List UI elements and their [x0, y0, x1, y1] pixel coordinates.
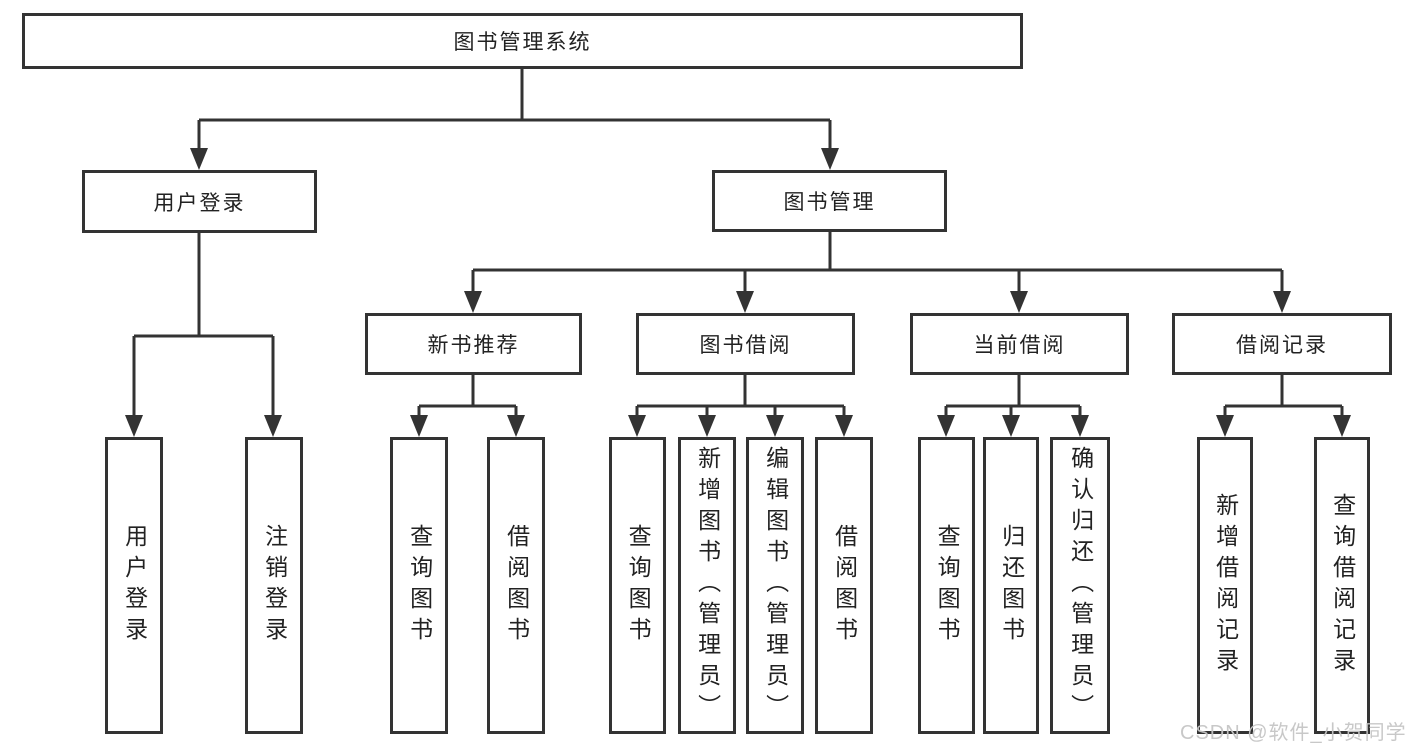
leaf-current-return-label: 归还图书 — [998, 523, 1025, 648]
arrowheads — [125, 148, 1351, 437]
node-user-login: 用户登录 — [82, 170, 317, 233]
leaf-current-query-label: 查询图书 — [934, 523, 961, 648]
leaf-current-return: 归还图书 — [983, 437, 1039, 734]
node-new-book-recommend: 新书推荐 — [365, 313, 582, 375]
node-borrow-records: 借阅记录 — [1172, 313, 1392, 375]
leaf-borrow-edit-admin: 编辑图书（管理员） — [746, 437, 804, 734]
leaf-record-add: 新增借阅记录 — [1197, 437, 1253, 734]
node-current-borrow: 当前借阅 — [910, 313, 1129, 375]
leaf-borrow-query-label: 查询图书 — [625, 523, 652, 648]
leaf-record-query: 查询借阅记录 — [1314, 437, 1370, 734]
node-new-book-recommend-label: 新书推荐 — [427, 334, 520, 357]
leaf-borrow-edit-admin-label: 编辑图书（管理员） — [762, 446, 789, 725]
leaf-borrow-borrow-label: 借阅图书 — [831, 523, 858, 648]
node-user-login-label: 用户登录 — [153, 191, 246, 215]
node-book-borrow-label: 图书借阅 — [699, 334, 792, 357]
connector-paths — [132, 69, 1344, 419]
node-book-management-label: 图书管理 — [783, 191, 876, 214]
leaf-borrow-borrow: 借阅图书 — [815, 437, 873, 734]
leaf-user-login: 用户登录 — [105, 437, 163, 734]
leaf-current-query: 查询图书 — [918, 437, 975, 734]
node-book-borrow: 图书借阅 — [636, 313, 855, 375]
node-root: 图书管理系统 — [22, 13, 1023, 69]
leaf-current-confirm-admin-label: 确认归还（管理员） — [1067, 446, 1094, 725]
leaf-borrow-query: 查询图书 — [609, 437, 666, 734]
leaf-borrow-add-admin-label: 新增图书（管理员） — [694, 446, 721, 725]
leaf-borrow-add-admin: 新增图书（管理员） — [678, 437, 736, 734]
leaf-user-login-label: 用户登录 — [121, 523, 148, 648]
node-root-label: 图书管理系统 — [453, 31, 592, 54]
leaf-logout: 注销登录 — [245, 437, 303, 734]
node-book-management: 图书管理 — [712, 170, 947, 232]
leaf-newbook-query-label: 查询图书 — [406, 523, 433, 648]
csdn-watermark: CSDN @软件_小贺同学 — [1180, 722, 1405, 744]
leaf-newbook-borrow: 借阅图书 — [487, 437, 545, 734]
leaf-record-add-label: 新增借阅记录 — [1212, 492, 1239, 679]
leaf-logout-label: 注销登录 — [261, 523, 288, 648]
leaf-record-query-label: 查询借阅记录 — [1329, 492, 1356, 679]
leaf-newbook-query: 查询图书 — [390, 437, 448, 734]
node-current-borrow-label: 当前借阅 — [973, 334, 1066, 357]
leaf-newbook-borrow-label: 借阅图书 — [503, 523, 530, 648]
node-borrow-records-label: 借阅记录 — [1236, 334, 1328, 357]
leaf-current-confirm-admin: 确认归还（管理员） — [1050, 437, 1110, 734]
